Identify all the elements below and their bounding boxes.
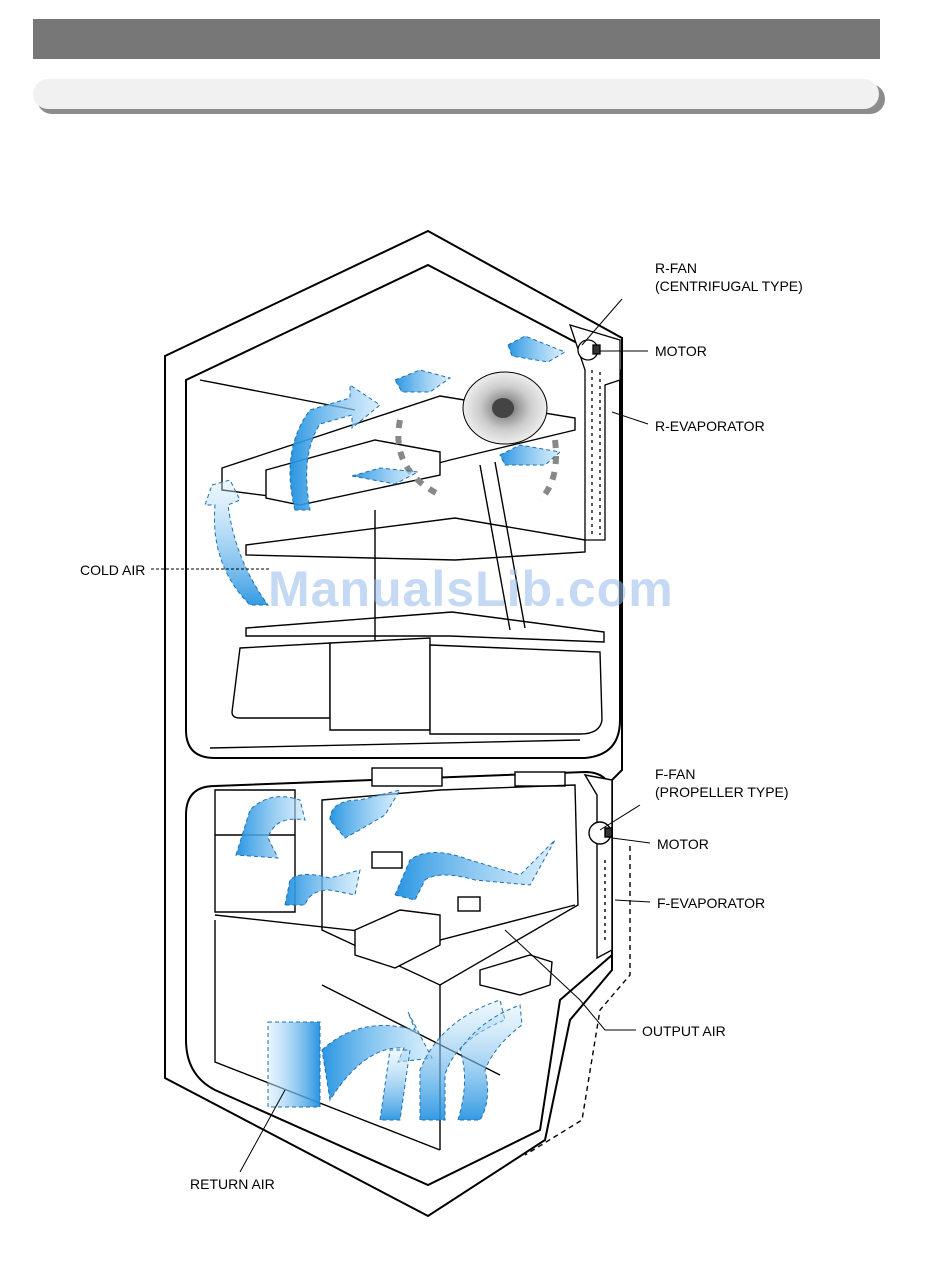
return-air-label: RETURN AIR (190, 1175, 275, 1193)
f-evaporator-label: F-EVAPORATOR (657, 894, 765, 912)
r-fan-label: R-FAN (655, 259, 697, 277)
output-air-label: OUTPUT AIR (642, 1022, 726, 1040)
r-fan-type-label: (CENTRIFUGAL TYPE) (655, 277, 803, 295)
watermark: ManualsLib.com (268, 560, 674, 618)
f-fan-type-label: (PROPELLER TYPE) (655, 783, 789, 801)
r-motor-label: MOTOR (655, 342, 707, 360)
f-fan-label: F-FAN (655, 765, 695, 783)
r-evaporator-label: R-EVAPORATOR (655, 417, 765, 435)
cold-air-label: COLD AIR (80, 561, 145, 579)
f-motor-label: MOTOR (657, 835, 709, 853)
